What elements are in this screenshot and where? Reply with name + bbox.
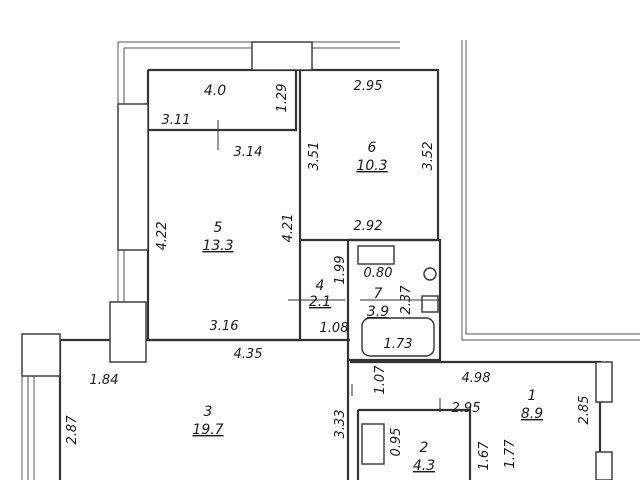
- dim-1-77: 1.77: [503, 439, 518, 469]
- dim-2-95-mid: 2.95: [452, 401, 481, 416]
- window-top: [251, 41, 313, 71]
- room-6-area: 10.3: [356, 158, 387, 174]
- dim-3-11: 3.11: [162, 113, 191, 128]
- dim-2-87: 2.87: [65, 415, 80, 445]
- room-4-number: 4: [316, 278, 325, 294]
- window-room3: [109, 301, 147, 363]
- room-labels: 4.0 6 10.3 5 13.3 4 2.1 7 3.9 3 19.7 1 8…: [192, 83, 543, 474]
- dim-1-29: 1.29: [275, 84, 290, 113]
- dim-1-08: 1.08: [320, 321, 349, 336]
- room-7-number: 7: [374, 286, 383, 302]
- dim-3-16: 3.16: [210, 319, 239, 334]
- room-7-area: 3.9: [367, 304, 389, 320]
- room-6-number: 6: [368, 140, 377, 156]
- room-5-area: 13.3: [202, 238, 233, 254]
- room-5-number: 5: [214, 220, 223, 236]
- room-1-area: 8.9: [521, 406, 543, 422]
- toilet: [423, 267, 437, 281]
- dim-3-51: 3.51: [307, 142, 322, 171]
- room-3-number: 3: [204, 404, 213, 420]
- dim-4-98: 4.98: [462, 371, 491, 386]
- dim-2-95-top: 2.95: [354, 79, 383, 94]
- room-area-balcony: 4.0: [204, 83, 226, 99]
- dim-2-85: 2.85: [577, 396, 592, 425]
- dimension-labels: 2.95 1.29 3.11 3.14 3.51 3.52 4.22 4.21 …: [65, 79, 592, 470]
- bathtub: [361, 317, 435, 357]
- dimension-lines: [148, 120, 441, 412]
- balcony-pier: [21, 333, 61, 377]
- fixtures: [357, 245, 439, 465]
- room-3-area: 19.7: [192, 422, 223, 438]
- dim-3-14: 3.14: [234, 145, 263, 160]
- dim-1-73: 1.73: [384, 337, 413, 352]
- sink: [357, 245, 395, 265]
- room-4-area: 2.1: [309, 294, 331, 310]
- dim-4-21: 4.21: [281, 214, 296, 243]
- room-2-number: 2: [420, 440, 429, 456]
- room-1-number: 1: [528, 388, 537, 404]
- dim-1-67: 1.67: [477, 441, 492, 471]
- window-right-lower: [595, 451, 613, 480]
- dim-0-80: 0.80: [364, 266, 393, 281]
- dim-4-35: 4.35: [234, 347, 263, 362]
- dim-4-22: 4.22: [155, 222, 170, 251]
- dim-1-84: 1.84: [90, 373, 119, 388]
- dim-2-92: 2.92: [354, 219, 383, 234]
- window-left-room5: [117, 103, 149, 251]
- walls: [21, 40, 640, 480]
- dim-3-33: 3.33: [333, 410, 348, 439]
- dim-3-52: 3.52: [421, 142, 436, 171]
- room-2-area: 4.3: [413, 458, 435, 474]
- windows: [21, 41, 613, 480]
- dim-1-99: 1.99: [333, 256, 348, 285]
- dim-1-07: 1.07: [373, 365, 388, 395]
- window-right: [595, 361, 613, 403]
- dim-2-37: 2.37: [399, 285, 414, 315]
- washer: [421, 295, 439, 313]
- dim-0-95: 0.95: [389, 428, 404, 457]
- cabinet: [361, 423, 385, 465]
